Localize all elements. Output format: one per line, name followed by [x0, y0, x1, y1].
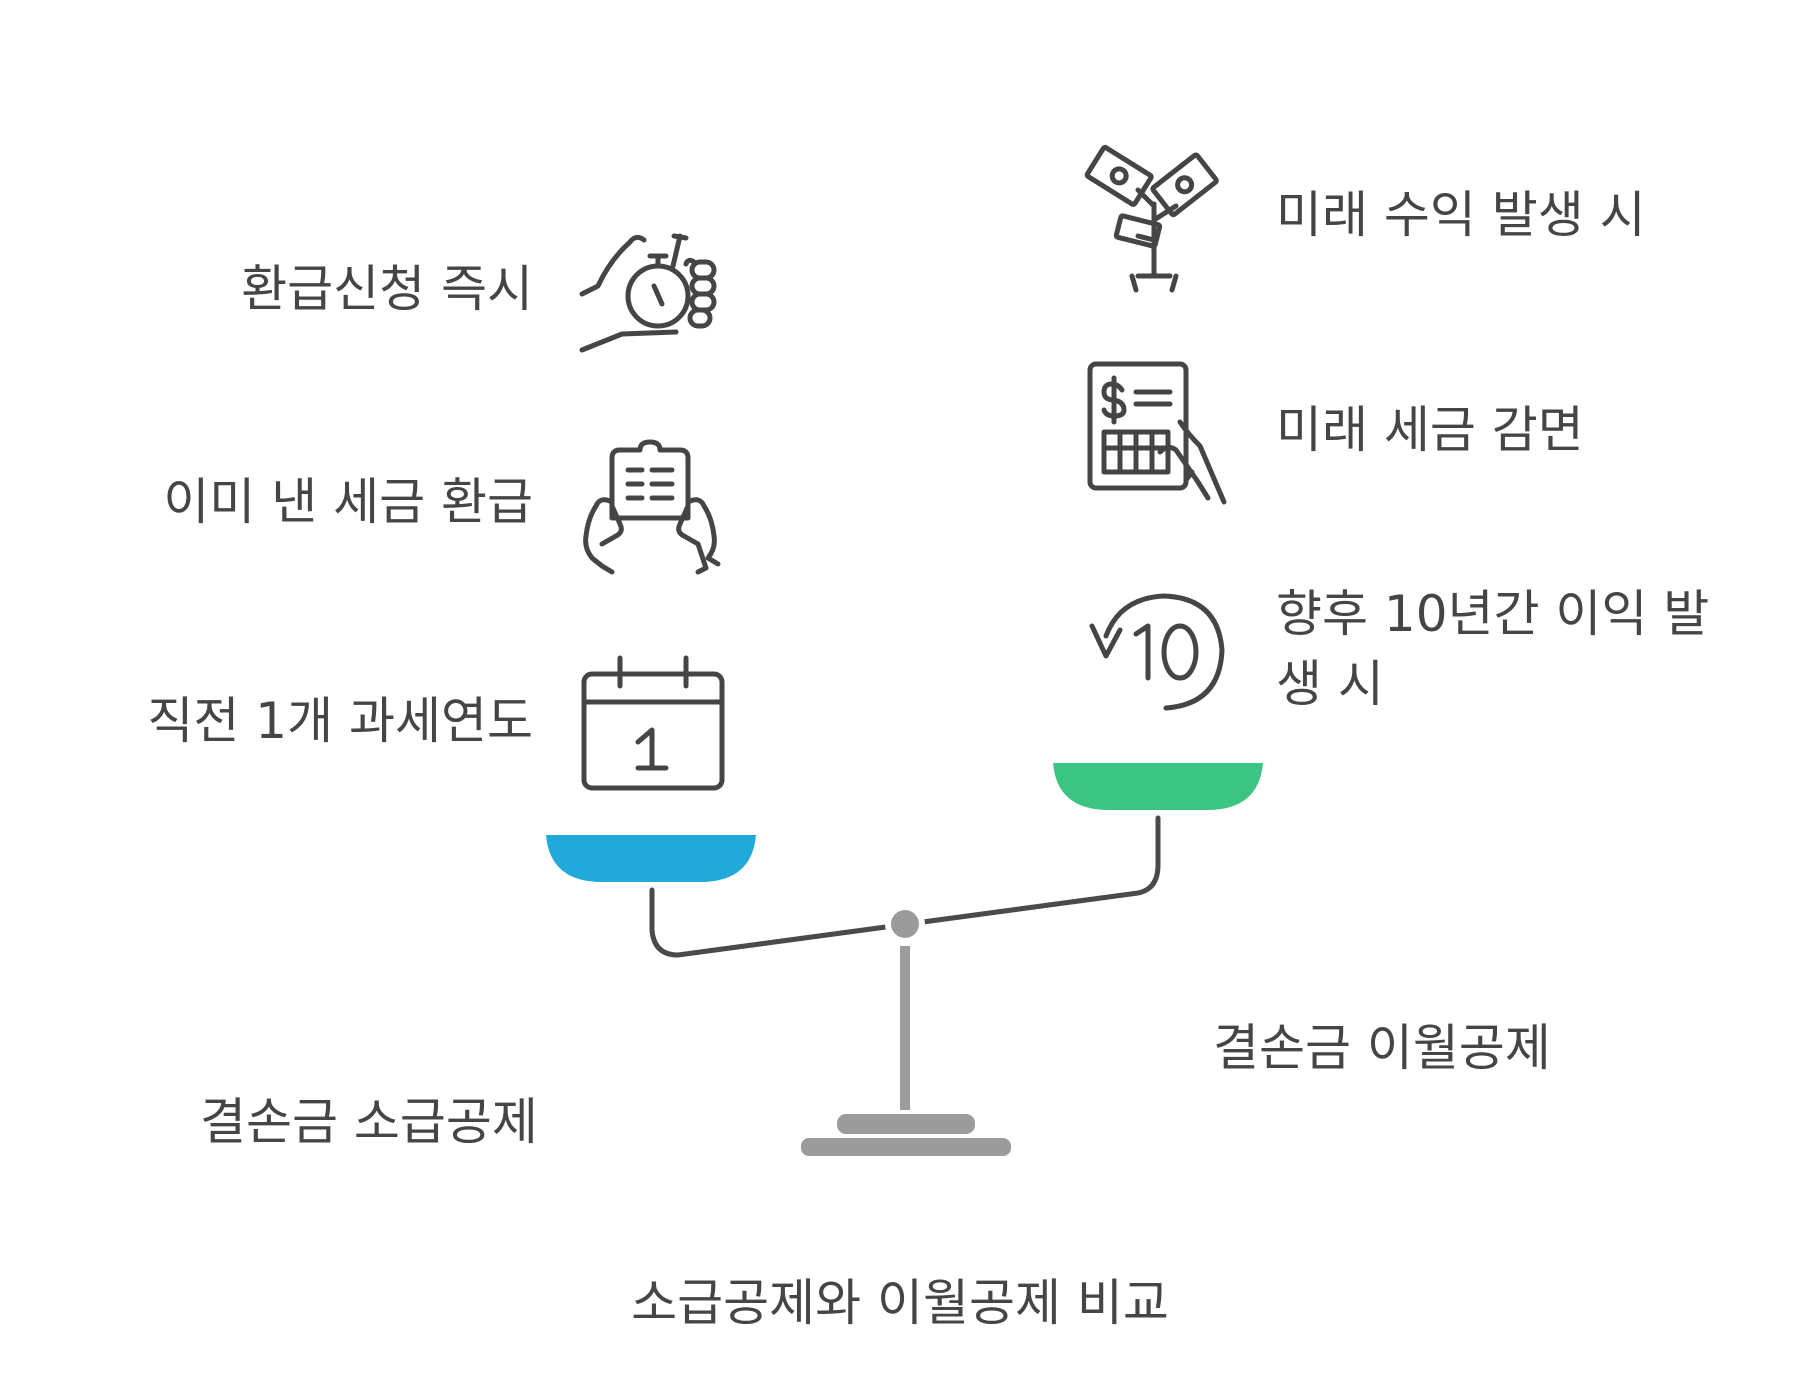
right-pan — [1053, 763, 1263, 810]
stopwatch-in-hand-icon — [579, 222, 730, 362]
tax-form-in-hand-icon — [1087, 361, 1238, 512]
scale-base-bottom — [801, 1138, 1011, 1156]
left-pan — [546, 835, 756, 882]
right-caption: 결손금 이월공제 — [1213, 1019, 1551, 1077]
scale-pivot — [891, 910, 919, 938]
left-item-2-label: 이미 낸 세금 환급 — [163, 473, 533, 531]
scale-pole — [900, 946, 910, 1110]
left-item-1-label: 환급신청 즉시 — [241, 260, 533, 318]
diagram-title: 소급공제와 이월공제 비교 — [631, 1274, 1169, 1332]
calendar-one-icon — [580, 654, 730, 794]
right-item-3-label: 향후 10년간 이익 발생 시 — [1276, 585, 1710, 713]
right-item-1-label: 미래 수익 발생 시 — [1276, 186, 1646, 244]
right-item-2-label: 미래 세금 감면 — [1276, 401, 1584, 459]
money-tree-icon — [1084, 144, 1238, 294]
scale-base-top — [837, 1114, 975, 1134]
ten-year-rewind-icon — [1088, 590, 1238, 720]
hands-holding-document-icon — [580, 439, 730, 580]
left-item-3-label: 직전 1개 과세연도 — [147, 692, 533, 750]
left-caption: 결손금 소급공제 — [200, 1093, 538, 1151]
